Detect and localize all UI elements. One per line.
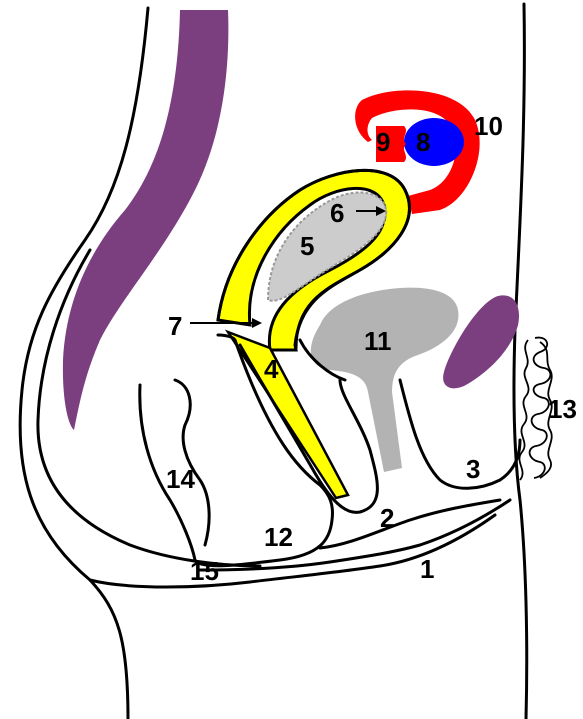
label-6: 6 [330,198,344,228]
grey-organ [311,288,459,472]
label-7: 7 [168,311,182,341]
label-10: 10 [474,111,503,141]
label-2: 2 [380,503,394,533]
label-13: 13 [548,394,577,424]
posterior-body-wall [514,4,527,719]
label-3: 3 [466,454,480,484]
arrow-7-head [252,318,262,328]
label-11: 11 [364,326,392,356]
label-9: 9 [376,127,390,157]
label-4: 4 [264,354,279,384]
perineum-line-3 [320,500,500,548]
blue-vessel [404,118,464,166]
label-5: 5 [300,231,314,261]
rectus-muscle [63,10,228,430]
hair-tuft [519,338,551,480]
label-1: 1 [420,554,434,584]
label-8: 8 [416,127,430,157]
label-15: 15 [190,556,219,586]
label-14: 14 [166,464,195,494]
label-12: 12 [264,522,293,552]
